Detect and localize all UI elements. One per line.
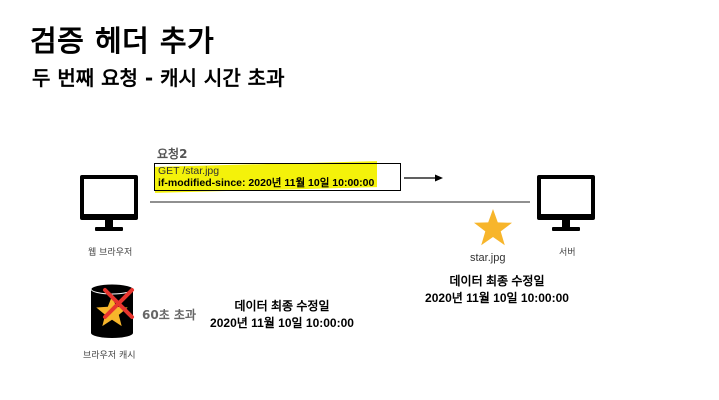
cache-timeout-label: 60초 초과 — [142, 308, 196, 322]
request-message-box: GET /star.jpg if-modified-since: 2020년 1… — [154, 163, 401, 191]
request-label: 요청2 — [157, 147, 188, 161]
cache-label: 브라우저 캐시 — [83, 351, 136, 361]
server-modified-value: 2020년 11월 10일 10:00:00 — [425, 291, 569, 305]
request-header-line: if-modified-since: 2020년 11월 10일 10:00:0… — [158, 177, 375, 189]
server-star-icon — [474, 209, 512, 246]
server-monitor-icon — [537, 175, 595, 231]
request-line: GET /star.jpg — [158, 165, 220, 177]
server-file-name: star.jpg — [470, 252, 506, 264]
request-arrow-icon — [404, 174, 443, 182]
server-label: 서버 — [559, 248, 576, 258]
browser-label: 웹 브라우저 — [88, 248, 133, 258]
cache-modified-heading: 데이터 최종 수정일 — [234, 299, 330, 313]
page-subtitle: 두 번째 요청 - 캐시 시간 초과 — [32, 66, 285, 90]
server-modified-heading: 데이터 최종 수정일 — [449, 274, 545, 288]
cache-modified-value: 2020년 11월 10일 10:00:00 — [210, 316, 354, 330]
browser-monitor-icon — [80, 175, 138, 231]
page-title: 검증 헤더 추가 — [30, 24, 215, 58]
expired-cross-icon — [103, 288, 134, 319]
